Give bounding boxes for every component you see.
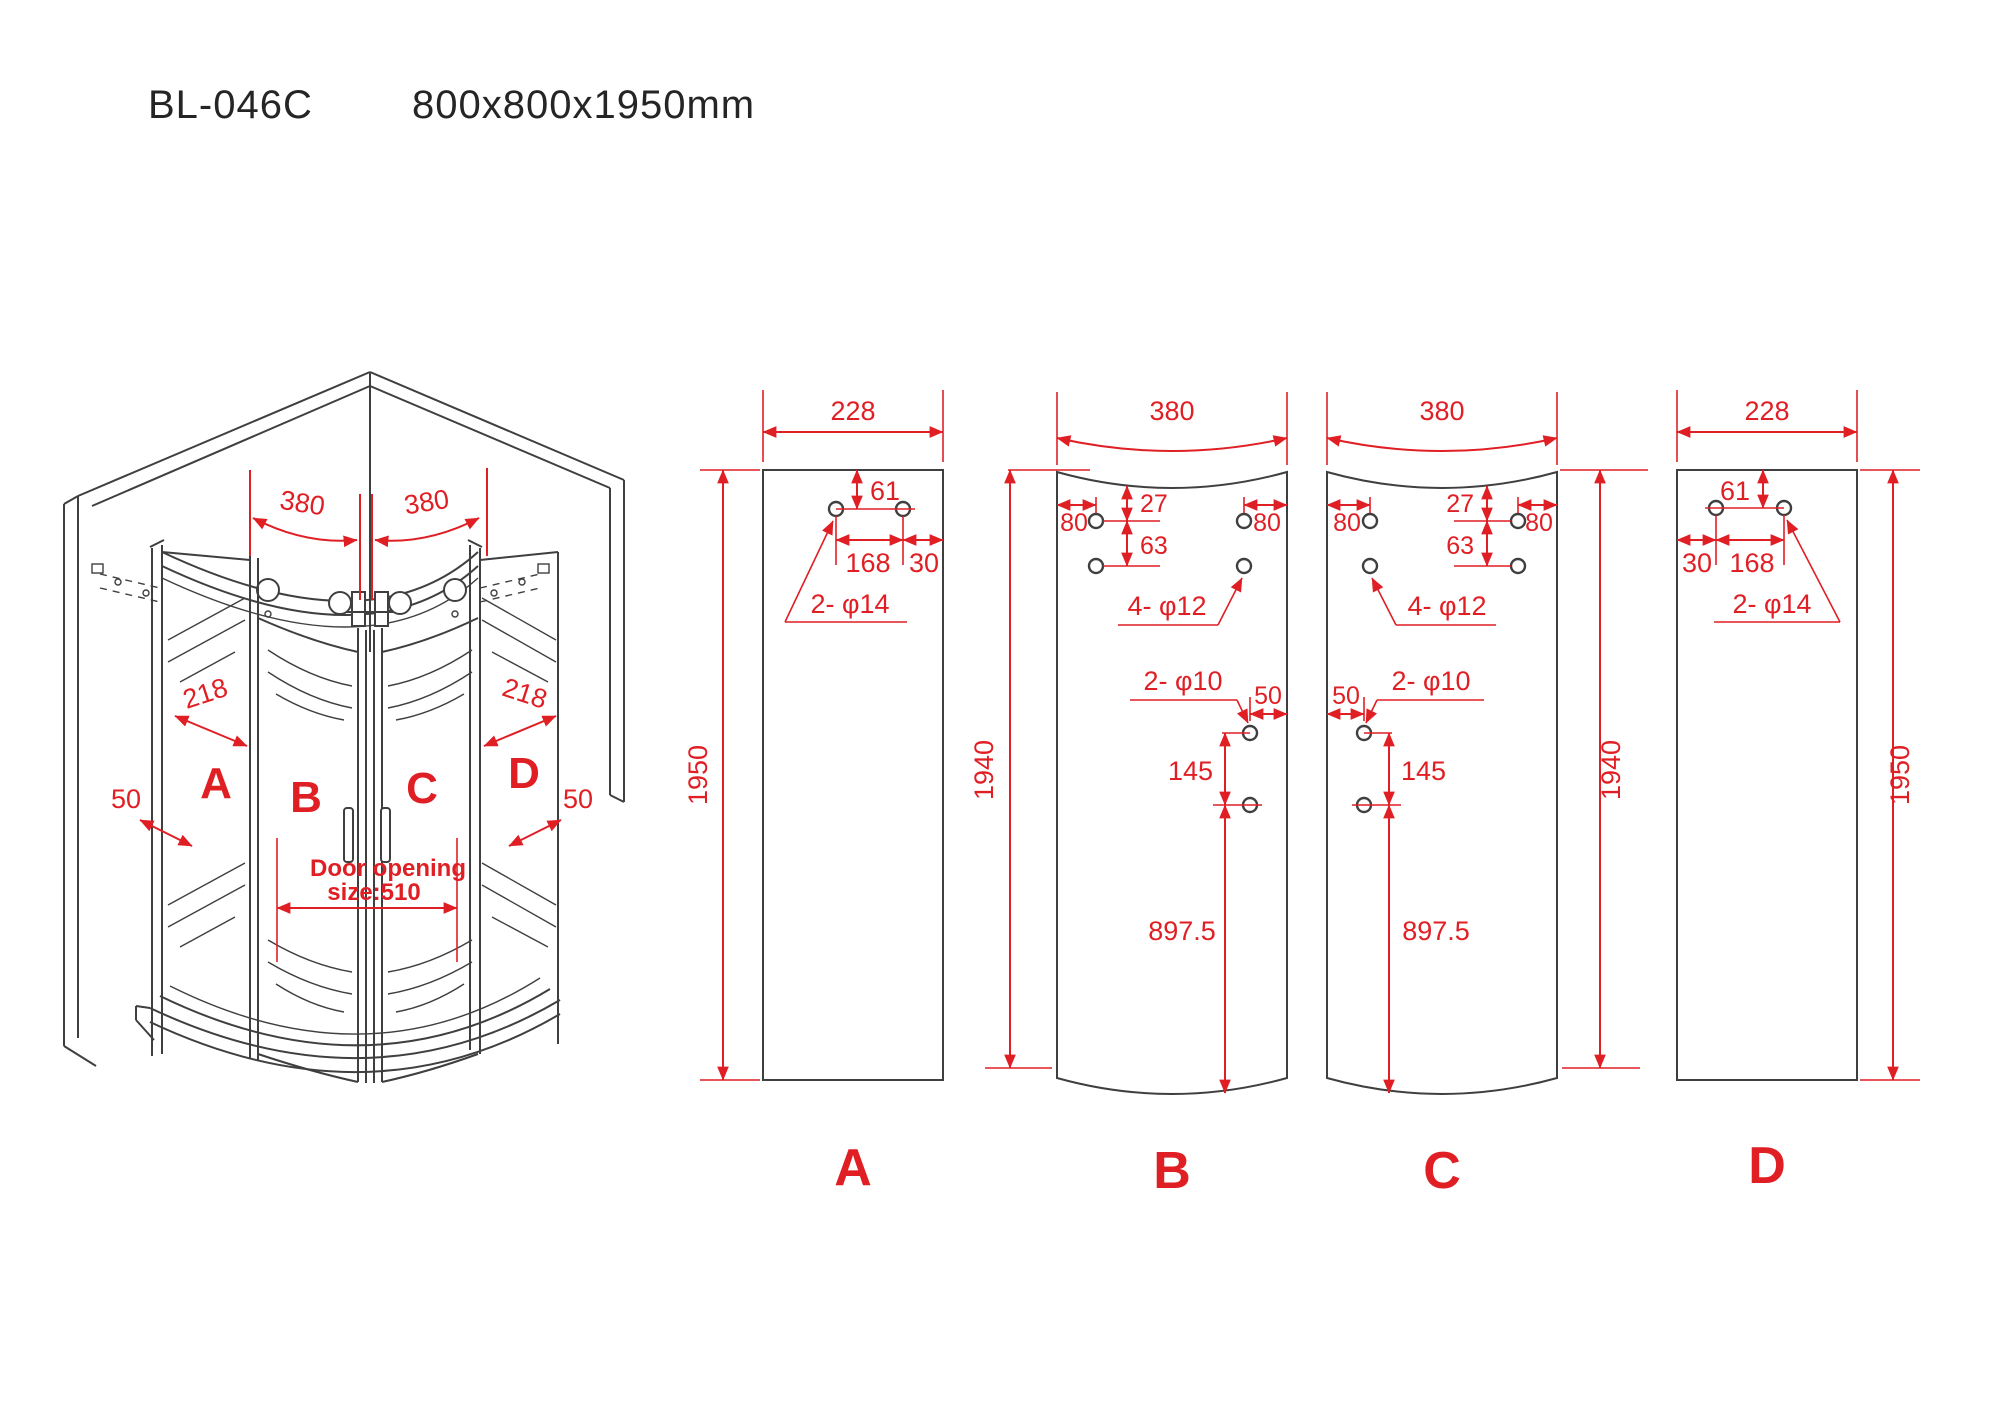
- iso-walls: [63, 371, 625, 1067]
- panel-b-top-hole-note: 4- φ12: [1127, 591, 1206, 621]
- panel-b-width-dim: 380: [1149, 396, 1194, 426]
- panel-c-edge-right-dim: 80: [1525, 509, 1553, 537]
- panel-b-mid-edge-dim: 50: [1254, 682, 1282, 710]
- panel-d-width-dim: 228: [1744, 396, 1789, 426]
- panel-a-hole-edge-dim: 30: [909, 548, 939, 578]
- panel-a-width-dim: 228: [830, 396, 875, 426]
- elevation-panel-c: 380 1940 80 80 27 63 4- φ12 2- φ10 50 14…: [1326, 392, 1648, 1200]
- panel-a-height-dim: 1950: [683, 745, 713, 805]
- elevation-panel-b: 380 1940 80 80 27 63 4- φ12 2- φ10 50 14…: [969, 392, 1288, 1200]
- iso-label-a: A: [200, 759, 232, 808]
- panel-b-height-dim: 1940: [969, 740, 999, 800]
- iso-dim-door-right: 380: [402, 484, 451, 521]
- panel-b-edge-left-dim: 80: [1060, 509, 1088, 537]
- panel-a-hole-top-dim: 61: [870, 476, 900, 506]
- iso-wall-brackets: [91, 563, 550, 603]
- iso-rollers: [256, 578, 467, 627]
- iso-dim-gap-left: 50: [111, 784, 141, 814]
- iso-glass-panels: [161, 551, 559, 1083]
- isometric-view: [63, 371, 625, 1083]
- door-opening-note-line2: size:510: [327, 879, 420, 906]
- elevation-panel-d: 228 1950 61 30 168 2- φ14 D: [1676, 390, 1920, 1195]
- panel-b-edge-right-dim: 80: [1253, 509, 1281, 537]
- panel-a-hole-spacing-dim: 168: [845, 548, 890, 578]
- panel-b-row1-dim: 27: [1140, 490, 1168, 518]
- panel-c-edge-left-dim: 80: [1333, 509, 1361, 537]
- panel-b-mid-hole-note: 2- φ10: [1143, 666, 1222, 696]
- iso-glass-hatching: [167, 597, 557, 1013]
- panel-b-row2-dim: 63: [1140, 532, 1168, 560]
- panel-c-label: C: [1423, 1142, 1461, 1200]
- iso-label-c: C: [406, 764, 438, 813]
- iso-shower-tray: [135, 977, 561, 1073]
- panel-a-label: A: [834, 1139, 872, 1197]
- panel-d-label: D: [1748, 1137, 1786, 1195]
- panel-c-row1-dim: 27: [1446, 490, 1474, 518]
- panel-a-hole-note: 2- φ14: [810, 589, 889, 619]
- panel-c-width-dim: 380: [1419, 396, 1464, 426]
- overall-size: 800x800x1950mm: [412, 83, 755, 127]
- panel-c-mid-spacing-dim: 145: [1401, 756, 1446, 786]
- panel-c-bottom-dim: 897.5: [1402, 916, 1470, 946]
- title-block: BL-046C 800x800x1950mm: [148, 83, 755, 127]
- panel-c-height-dim: 1940: [1596, 740, 1626, 800]
- iso-header-rail: [161, 551, 479, 628]
- panel-d-hole-note: 2- φ14: [1732, 589, 1811, 619]
- door-opening-note-line1: Door opening: [310, 855, 466, 882]
- panel-b-bottom-dim: 897.5: [1148, 916, 1216, 946]
- isometric-dimensions: 380 380 218 218 50 50 A B C D Door openi…: [111, 468, 593, 962]
- panel-c-mid-edge-dim: 50: [1332, 682, 1360, 710]
- panel-d-hole-spacing-dim: 168: [1729, 548, 1774, 578]
- iso-dim-gap-right: 50: [563, 784, 593, 814]
- iso-label-b: B: [290, 773, 322, 822]
- panel-c-top-hole-note: 4- φ12: [1407, 591, 1486, 621]
- panel-d-height-dim: 1950: [1885, 745, 1915, 805]
- model-number: BL-046C: [148, 83, 313, 127]
- panel-c-row2-dim: 63: [1446, 532, 1474, 560]
- panel-c-mid-hole-note: 2- φ10: [1391, 666, 1470, 696]
- iso-door-handles: [343, 807, 391, 863]
- elevation-panel-a: 228 1950 61 168 30 2- φ14 A: [683, 390, 944, 1197]
- panel-d-hole-top-dim: 61: [1720, 476, 1750, 506]
- panel-b-label: B: [1153, 1142, 1191, 1200]
- iso-label-d: D: [508, 749, 540, 798]
- panel-d-hole-edge-dim: 30: [1682, 548, 1712, 578]
- panel-b-mid-spacing-dim: 145: [1168, 756, 1213, 786]
- iso-dim-door-left: 380: [278, 485, 327, 522]
